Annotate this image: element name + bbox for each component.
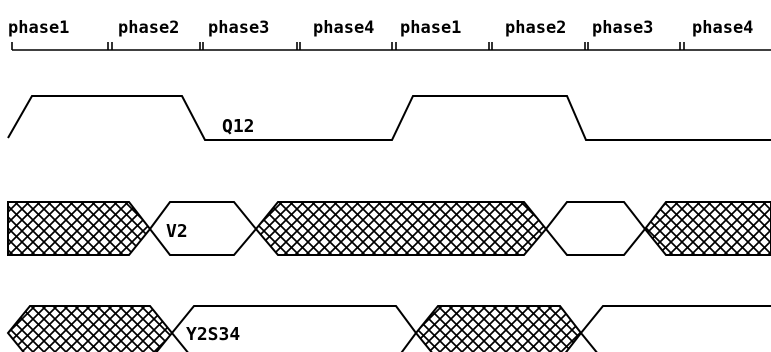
v2-signal: V2 — [7, 201, 771, 256]
v2-undefined-segment — [643, 201, 771, 256]
phase-label: phase1 — [8, 18, 69, 38]
phase-label: phase2 — [118, 18, 179, 38]
phase-header: phase1 phase2 phase3 phase4 phase1 phase… — [8, 18, 753, 38]
v2-valid-segment — [544, 201, 647, 256]
phase-label: phase4 — [313, 18, 374, 38]
v2s34-undefined-segment — [6, 305, 174, 352]
phase-label: phase4 — [692, 18, 753, 38]
phase-ruler — [11, 42, 771, 51]
v2s34-label: Y2S34 — [186, 324, 240, 345]
q12-label: Q12 — [222, 116, 255, 137]
v2-undefined-segment — [7, 201, 152, 256]
v2-label: V2 — [166, 221, 188, 242]
q12-signal: Q12 — [7, 95, 771, 141]
phase-label: phase3 — [592, 18, 653, 38]
phase-label: phase1 — [400, 18, 461, 38]
q12-waveform — [7, 95, 771, 141]
v2s34-valid-segment — [579, 305, 771, 352]
phase-label: phase2 — [505, 18, 566, 38]
phase-label: phase3 — [208, 18, 269, 38]
v2s34-undefined-segment — [414, 305, 583, 352]
v2s34-signal: Y2S34 — [6, 305, 771, 352]
v2-undefined-segment — [254, 201, 548, 256]
